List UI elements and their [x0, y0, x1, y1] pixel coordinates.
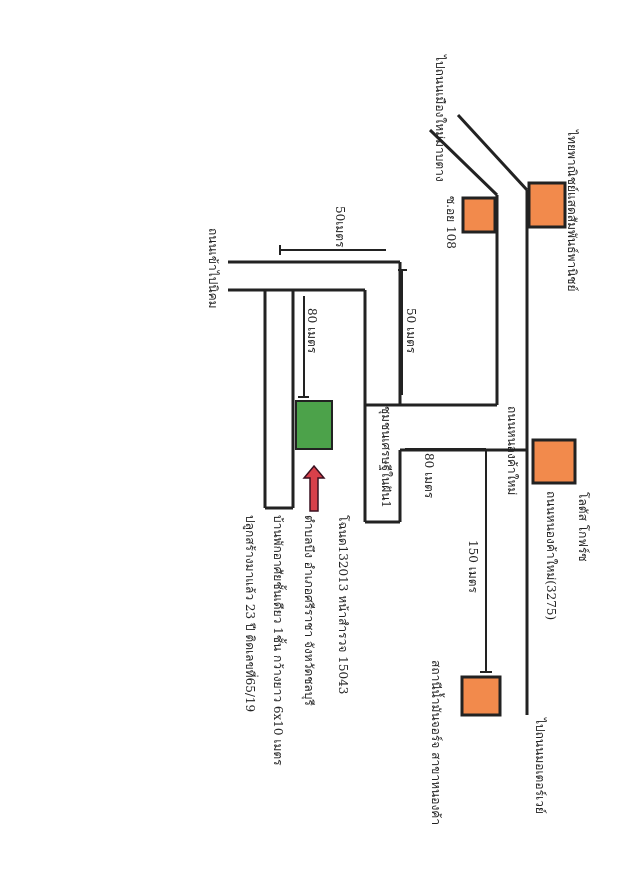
- label-community-road: ชุมชนเศรษฐีในฝัน1: [378, 406, 393, 508]
- label-road-to-lake: ถนนหนองค้าใหม่: [505, 406, 519, 495]
- landmark-gas-station: [460, 675, 502, 717]
- label-to-highway: ไปถนนมอเตอร์เวย์: [533, 717, 547, 814]
- diagonal-road-outer: [456, 113, 529, 192]
- landmark-bank: [527, 181, 567, 229]
- property-marker: [295, 400, 333, 450]
- label-road-3275: ถนนหนองค้าใหม่(3275): [544, 491, 558, 620]
- label-house: บ้านพักอาศัยชั้นเดียว 1ชั้น กว้างยาว 6x1…: [271, 515, 287, 766]
- label-dist-80-right: 80 เมตร: [422, 453, 436, 499]
- diagonal-road-inner: [428, 128, 499, 197]
- label-dist-50-middle: 50 เมตร: [404, 308, 418, 354]
- label-dist-150: 150 เมตร: [466, 540, 480, 594]
- label-location: ตำบลบึง อำเภอศรีราชา จังหวัดชลบุรี: [301, 515, 316, 706]
- label-thai-farmer-bank: ไทยพาณิชย์แสดสัมพันธ์พานิชย์: [565, 129, 579, 291]
- label-go-to-new-town-road: ไปถนนเมืองใหม่มาบตาง: [433, 54, 447, 182]
- label-gas-station: สถานีน้ำมันจอร์จ สาขาหนองค้า: [429, 660, 445, 825]
- label-dist-80-left: 80 เมตร: [305, 308, 319, 354]
- label-deed: โฉนด132013 หน้าสำรวจ 15043: [336, 515, 350, 694]
- label-lotus: โลตัส โกฟร์ซ: [576, 492, 590, 562]
- landmark-lotus: [531, 438, 577, 485]
- label-left-road: ถนนเข้าไปนิคม: [206, 228, 220, 309]
- label-age: ปลูกสร้างมาแล้ว 23 ปี ติดเลขที่65/19: [242, 515, 259, 712]
- arrow-icon: [302, 464, 326, 512]
- label-soi-108: ซ.อย 108: [444, 196, 458, 249]
- landmark-soi-108: [461, 196, 497, 234]
- label-dist-50-top: 50เมตร: [333, 206, 347, 248]
